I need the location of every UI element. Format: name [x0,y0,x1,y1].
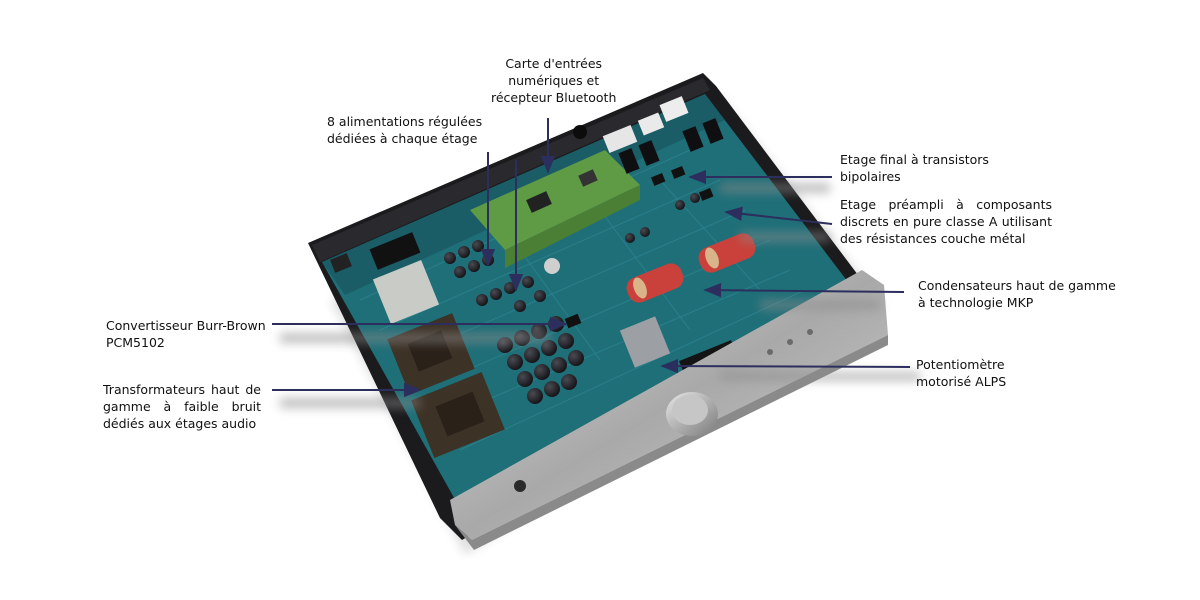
label-line: dédiés aux étages audio [103,416,257,431]
output-stage-caps [497,316,584,404]
relays [618,118,724,174]
label-line: à technologie MKP [918,295,1034,310]
front-buttons [767,329,813,355]
digital-input-board-vertical [505,185,640,268]
label-line: Convertisseur Burr-Brown [106,318,266,333]
label-capacitors: Condensateurs haut de gamme à technologi… [918,277,1116,311]
label-line: numériques et [508,73,600,88]
label-line: Etage final à transistors [840,152,989,167]
label-line: Carte d'entrées [505,56,603,71]
label-line: Etage préampli à composants [840,197,1052,212]
label-line: PCM5102 [106,335,165,350]
faceplate-edge [455,335,888,550]
output-transistors [650,166,714,201]
label-line: discrets en pure classe A utilisant [840,214,1052,229]
label-preamp-stage: Etage préampli à composants discrets en … [840,196,1052,247]
daughterboard-chip [526,191,552,213]
label-final-stage: Etage final à transistors bipolaires [840,151,989,185]
dac-chip [564,313,582,329]
label-line: bipolaires [840,169,901,184]
leader-shadows [280,183,920,408]
label-transformers: Transformateurs haut de gamme à faible b… [103,381,261,432]
label-potentiometer: Potentiomètre motorisé ALPS [916,356,1006,390]
label-line: motorisé ALPS [916,374,1007,389]
leader-potentiometer [660,358,911,374]
label-line: gamme à faible bruit [103,399,261,414]
digital-input-board [470,150,640,250]
label-line: Condensateurs haut de gamme [918,278,1116,293]
leader-lines [272,118,911,398]
label-line: dédiées à chaque étage [327,131,478,146]
mkp-capacitors [626,233,756,303]
label-dac: Convertisseur Burr-Brown PCM5102 [106,317,266,351]
label-digital-inputs: Carte d'entrées numériques et récepteur … [491,55,616,106]
volume-knob-face [672,395,708,425]
label-power-supplies: 8 alimentations régulées dédiées à chaqu… [327,113,482,147]
chassis-rear-rim [312,78,710,262]
label-line: Potentiomètre [916,357,1005,372]
headphone-jack [514,480,526,492]
bluetooth-antenna-base [544,258,560,274]
leader-capacitors [703,282,905,298]
label-line: des résistances couche métal [840,231,1026,246]
label-line: récepteur Bluetooth [491,90,617,105]
leader-preamp [724,206,833,225]
daughterboard-chip-2 [578,169,598,187]
alps-potentiometer [619,316,671,368]
rear-connectors [330,96,689,273]
label-line: Transformateurs haut de [103,382,261,397]
label-line: 8 alimentations régulées [327,114,483,129]
